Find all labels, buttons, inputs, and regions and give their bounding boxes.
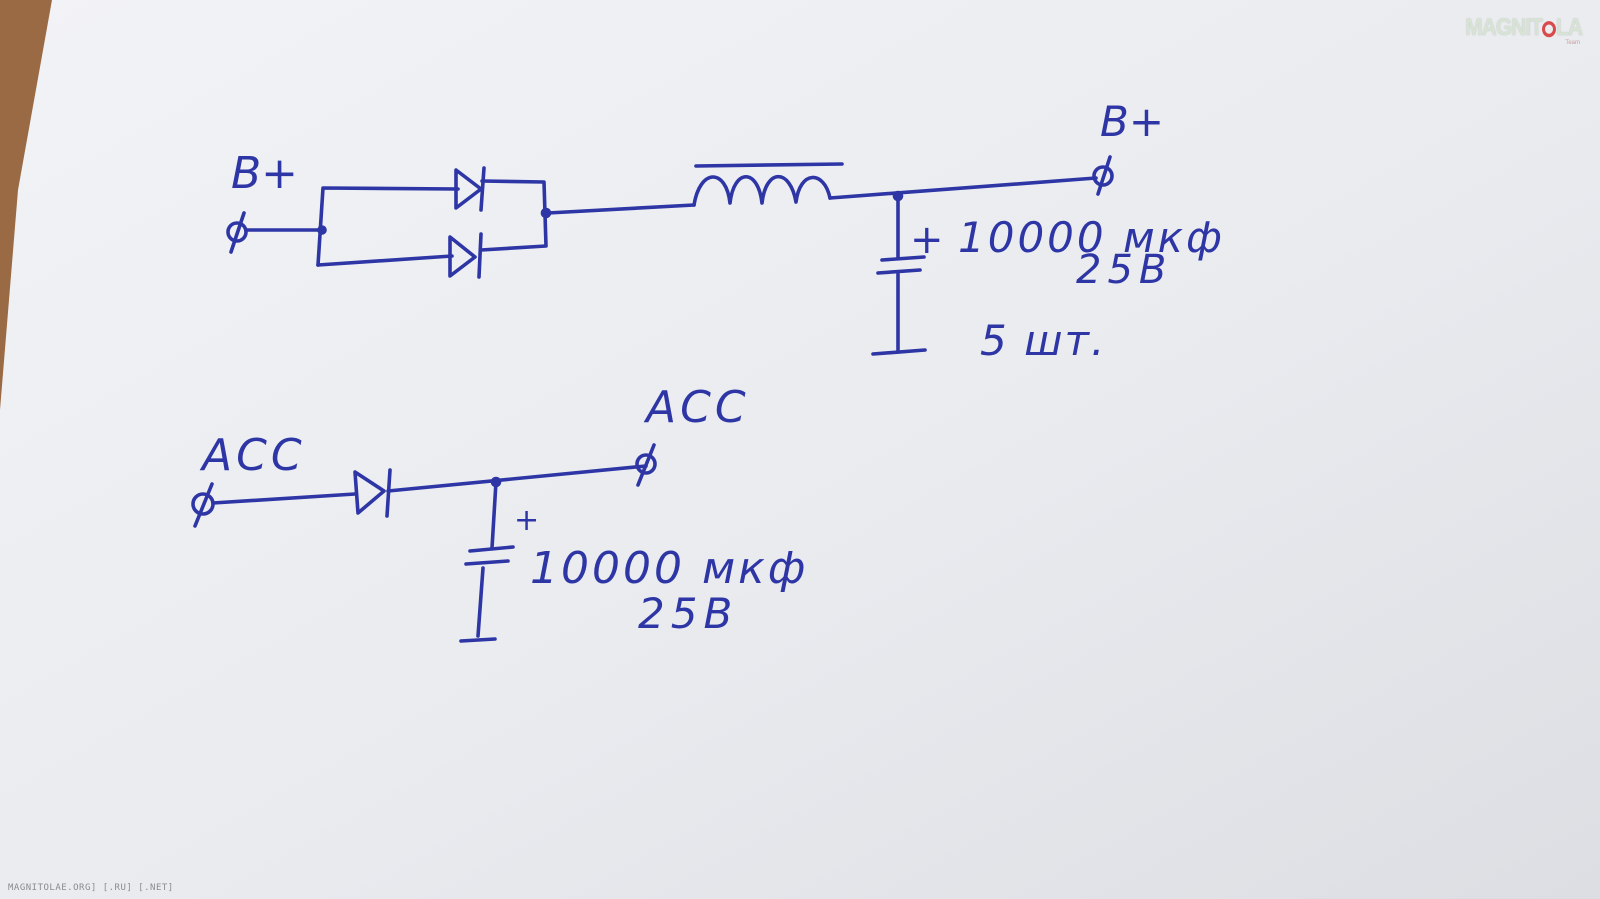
- capacitor-1-voltage: 25B: [1076, 247, 1172, 293]
- capacitor-1-count: 5 шт.: [980, 316, 1106, 365]
- inductor: [692, 162, 844, 207]
- capacitor-2: [459, 480, 515, 643]
- wire-lower-branch: [316, 254, 454, 267]
- wire-upper-branch: [316, 186, 460, 267]
- wire-to-output: [828, 176, 1098, 200]
- circuit-acc: [191, 443, 657, 643]
- label-b-plus-input: B+: [231, 148, 298, 199]
- watermark-o-icon: [1542, 21, 1556, 38]
- capacitor-1: [871, 194, 927, 356]
- watermark-sub: Team: [1565, 40, 1580, 46]
- terminal-acc-output: [635, 443, 657, 487]
- terminal-b-plus-output: [1092, 155, 1114, 196]
- watermark-text-pre: MAGNIT: [1465, 14, 1543, 41]
- diode-upper: [454, 166, 486, 212]
- wire-acc-output: [386, 464, 648, 493]
- capacitor-2-value: 10000 мкф: [530, 543, 808, 594]
- footer-watermark: MAGNITOLAE.ORG] [.RU] [.NET]: [8, 883, 174, 893]
- watermark-text-post: LA: [1556, 14, 1583, 41]
- label-b-plus-output: B+: [1100, 97, 1164, 146]
- label-acc-output: ACC: [643, 382, 750, 433]
- terminal-b-plus-input: [226, 211, 248, 254]
- wire-acc-input: [211, 492, 357, 505]
- wire-to-inductor: [546, 203, 696, 215]
- capacitor-2-voltage: 25B: [638, 589, 738, 638]
- capacitor-1-value: 10000 мкф: [958, 213, 1225, 262]
- capacitor-2-polarity: +: [514, 503, 539, 538]
- watermark-logo: MAGNIT LA: [1465, 14, 1583, 42]
- diode-acc: [353, 468, 392, 518]
- diode-lower: [448, 232, 483, 279]
- circuit-b-plus: [226, 155, 1114, 356]
- capacitor-1-polarity: +: [910, 217, 944, 263]
- label-acc-input: ACC: [199, 430, 306, 481]
